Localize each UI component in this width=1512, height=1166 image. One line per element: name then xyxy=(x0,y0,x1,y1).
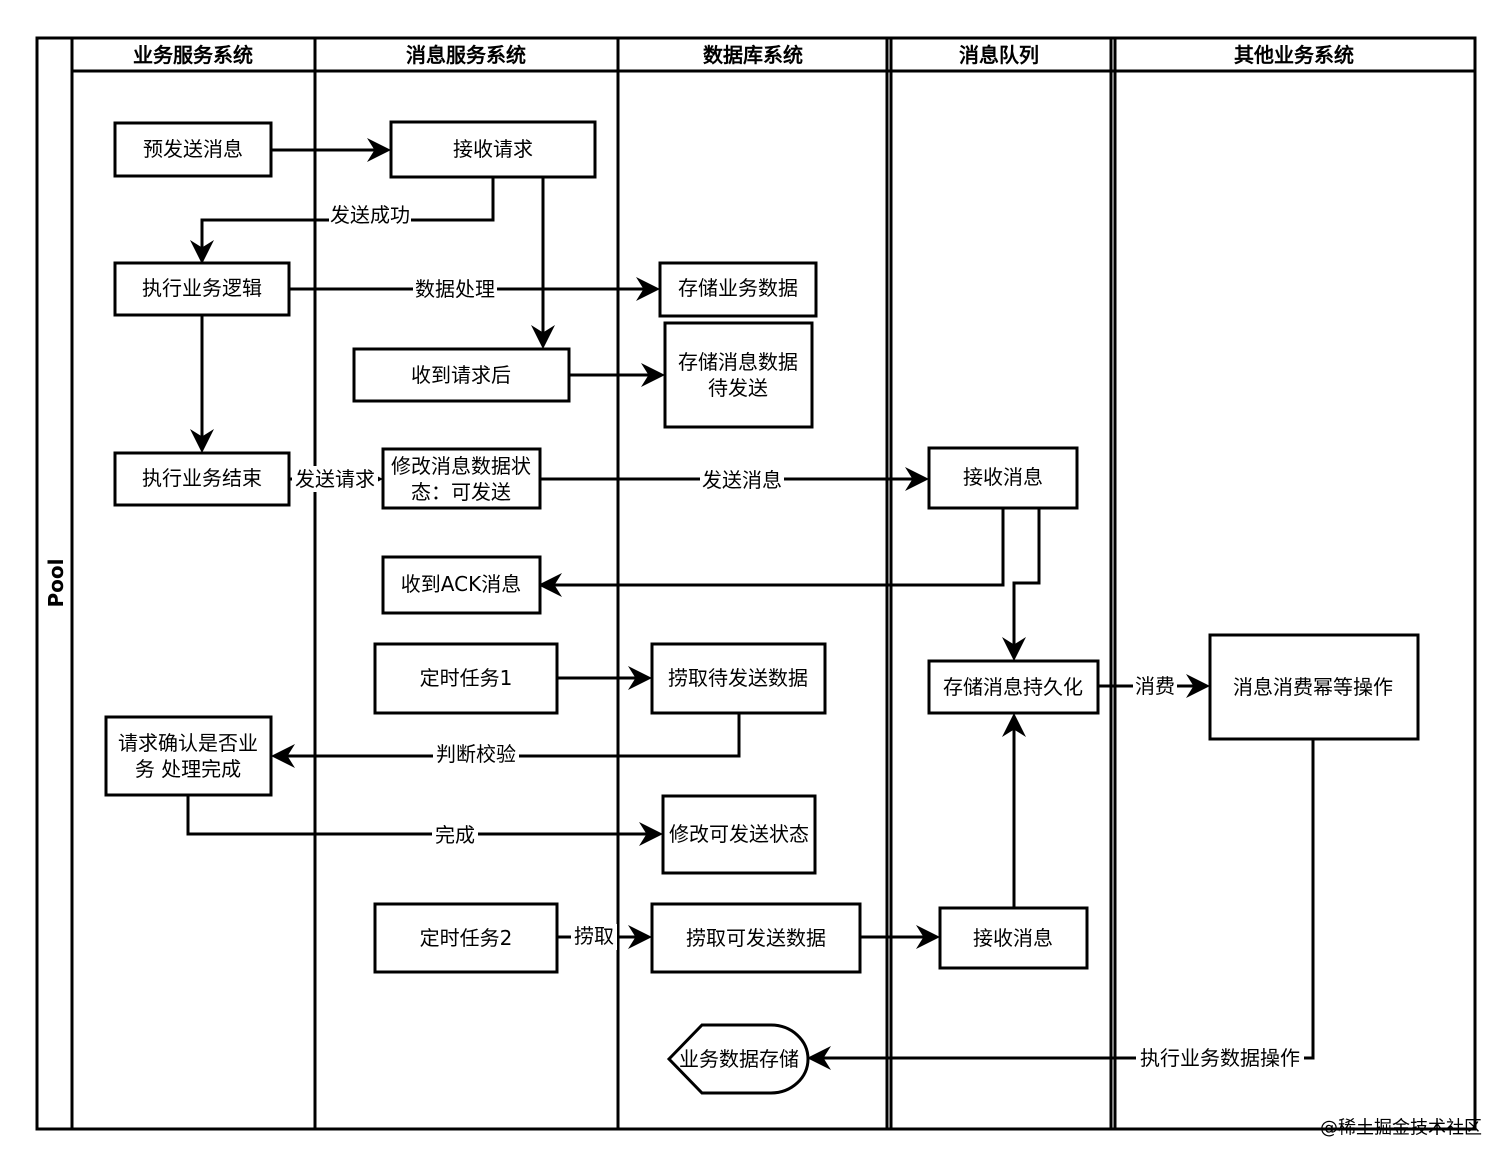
svg-text:修改消息数据状: 修改消息数据状 xyxy=(391,454,531,478)
svg-text:请求确认是否业: 请求确认是否业 xyxy=(118,731,258,755)
svg-text:收到请求后: 收到请求后 xyxy=(411,363,511,387)
node-text: 业务数据存储 xyxy=(679,1047,799,1071)
svg-text:存储消息持久化: 存储消息持久化 xyxy=(943,675,1083,699)
svg-text:态：可发送: 态：可发送 xyxy=(411,480,511,504)
lane-title-database: 数据库系统 xyxy=(703,43,803,67)
node-fetch-sendable[interactable]: 捞取可发送数据 xyxy=(650,902,862,974)
svg-text:接收请求: 接收请求 xyxy=(453,137,533,161)
svg-text:定时任务1: 定时任务1 xyxy=(420,666,513,690)
node-text: 接收消息 xyxy=(973,926,1053,950)
node-text-line-2: 待发送 xyxy=(708,376,768,400)
edge-labels: 发送成功 数据处理 发送请求 发送消息 消费 判断校验 完成 捞取 执行业务数据… xyxy=(292,202,1304,1071)
node-text: 预发送消息 xyxy=(143,137,243,161)
node-text: 接收请求 xyxy=(453,137,533,161)
lane-title-message: 消息服务系统 xyxy=(406,43,526,67)
node-timer-1[interactable]: 定时任务1 xyxy=(373,642,559,715)
watermark: @稀土掘金技术社区 xyxy=(1320,1118,1482,1139)
edge-receive-msg-to-persist xyxy=(1002,508,1041,661)
node-store-business[interactable]: 存储业务数据 xyxy=(658,261,818,318)
edge-label-data-processing: 数据处理 xyxy=(415,277,495,301)
edge-label-fetch: 捞取 xyxy=(574,924,614,948)
node-text: 定时任务2 xyxy=(420,926,513,950)
svg-text:修改可发送状态: 修改可发送状态 xyxy=(669,822,809,846)
svg-text:存储业务数据: 存储业务数据 xyxy=(678,276,798,300)
node-exec-logic[interactable]: 执行业务逻辑 xyxy=(113,261,291,317)
node-text: 修改可发送状态 xyxy=(669,822,809,846)
node-receive-ack[interactable]: 收到ACK消息 xyxy=(381,555,542,615)
node-text: 存储消息持久化 xyxy=(943,675,1083,699)
svg-text:执行业务结束: 执行业务结束 xyxy=(142,466,262,490)
node-receive-request[interactable]: 接收请求 xyxy=(389,120,597,179)
svg-text:务 处理完成: 务 处理完成 xyxy=(135,757,241,781)
edge-fetch-to-confirm xyxy=(271,713,741,768)
node-text-line-2: 态：可发送 xyxy=(411,480,511,504)
svg-text:捞取待发送数据: 捞取待发送数据 xyxy=(668,666,808,690)
node-text: 收到ACK消息 xyxy=(401,572,521,596)
node-business-storage[interactable]: 业务数据存储 xyxy=(666,1023,810,1095)
node-text: 存储业务数据 xyxy=(678,276,798,300)
node-receive-message-2[interactable]: 接收消息 xyxy=(938,906,1089,970)
svg-text:捞取可发送数据: 捞取可发送数据 xyxy=(686,926,826,950)
pool: Pool xyxy=(35,36,1477,1131)
node-persist[interactable]: 存储消息持久化 xyxy=(927,659,1100,715)
edge-label-send-success: 发送成功 xyxy=(330,203,410,227)
node-text: 接收消息 xyxy=(963,465,1043,489)
svg-text:预发送消息: 预发送消息 xyxy=(143,137,243,161)
edge-label-exec-data-op: 执行业务数据操作 xyxy=(1140,1046,1300,1070)
svg-text:存储消息数据: 存储消息数据 xyxy=(678,350,798,374)
node-text-line-1: 修改消息数据状 xyxy=(391,454,531,478)
svg-text:接收消息: 接收消息 xyxy=(973,926,1053,950)
nodes: 预发送消息 接收请求 执行业务逻辑 存储业务数据 收到请求后 存储消息数据 待发… xyxy=(104,120,1420,1095)
node-modify-status[interactable]: 修改消息数据状 态：可发送 xyxy=(381,447,542,510)
node-modify-sendable[interactable]: 修改可发送状态 xyxy=(661,794,817,875)
node-idempotent[interactable]: 消息消费幂等操作 xyxy=(1208,633,1420,741)
lane-title-queue: 消息队列 xyxy=(959,43,1039,67)
node-text: 执行业务结束 xyxy=(142,466,262,490)
node-confirm[interactable]: 请求确认是否业 务 处理完成 xyxy=(104,715,273,797)
node-text: 定时任务1 xyxy=(420,666,513,690)
edge-label-judge-verify: 判断校验 xyxy=(436,742,516,766)
lane-title-business: 业务服务系统 xyxy=(133,43,253,67)
edge-idempotent-to-storage xyxy=(807,739,1315,1070)
pool-label: Pool xyxy=(44,559,68,608)
node-pre-send[interactable]: 预发送消息 xyxy=(113,121,273,178)
node-text: 捞取可发送数据 xyxy=(686,926,826,950)
lane-title-other: 其他业务系统 xyxy=(1234,43,1354,67)
node-text: 捞取待发送数据 xyxy=(668,666,808,690)
svg-text:业务数据存储: 业务数据存储 xyxy=(679,1047,799,1071)
node-text-line-1: 请求确认是否业 xyxy=(118,731,258,755)
node-text-line-2: 务 处理完成 xyxy=(135,757,241,781)
svg-text:消息消费幂等操作: 消息消费幂等操作 xyxy=(1233,675,1393,699)
edge-confirm-to-modify-sendable xyxy=(186,795,663,846)
node-exec-end[interactable]: 执行业务结束 xyxy=(113,451,291,507)
edge-label-complete: 完成 xyxy=(435,823,475,847)
edge-label-consume: 消费 xyxy=(1135,674,1175,698)
edge-label-send-request: 发送请求 xyxy=(295,467,375,491)
lanes: 业务服务系统 消息服务系统 数据库系统 消息队列 其他业务系统 xyxy=(72,38,1475,1129)
node-text: 收到请求后 xyxy=(411,363,511,387)
node-fetch-pending[interactable]: 捞取待发送数据 xyxy=(650,642,827,715)
node-text: 消息消费幂等操作 xyxy=(1233,675,1393,699)
node-receive-message-1[interactable]: 接收消息 xyxy=(927,446,1079,510)
node-timer-2[interactable]: 定时任务2 xyxy=(373,902,559,974)
node-store-message[interactable]: 存储消息数据 待发送 xyxy=(663,321,814,429)
svg-text:定时任务2: 定时任务2 xyxy=(420,926,513,950)
svg-text:执行业务逻辑: 执行业务逻辑 xyxy=(142,276,262,300)
edge-label-send-message: 发送消息 xyxy=(702,468,782,492)
svg-text:接收消息: 接收消息 xyxy=(963,465,1043,489)
node-text: 执行业务逻辑 xyxy=(142,276,262,300)
node-after-request[interactable]: 收到请求后 xyxy=(352,347,571,403)
svg-text:待发送: 待发送 xyxy=(708,376,768,400)
edge-receive-msg-to-ack xyxy=(538,508,1005,597)
node-text-line-1: 存储消息数据 xyxy=(678,350,798,374)
svg-text:收到ACK消息: 收到ACK消息 xyxy=(401,572,521,596)
